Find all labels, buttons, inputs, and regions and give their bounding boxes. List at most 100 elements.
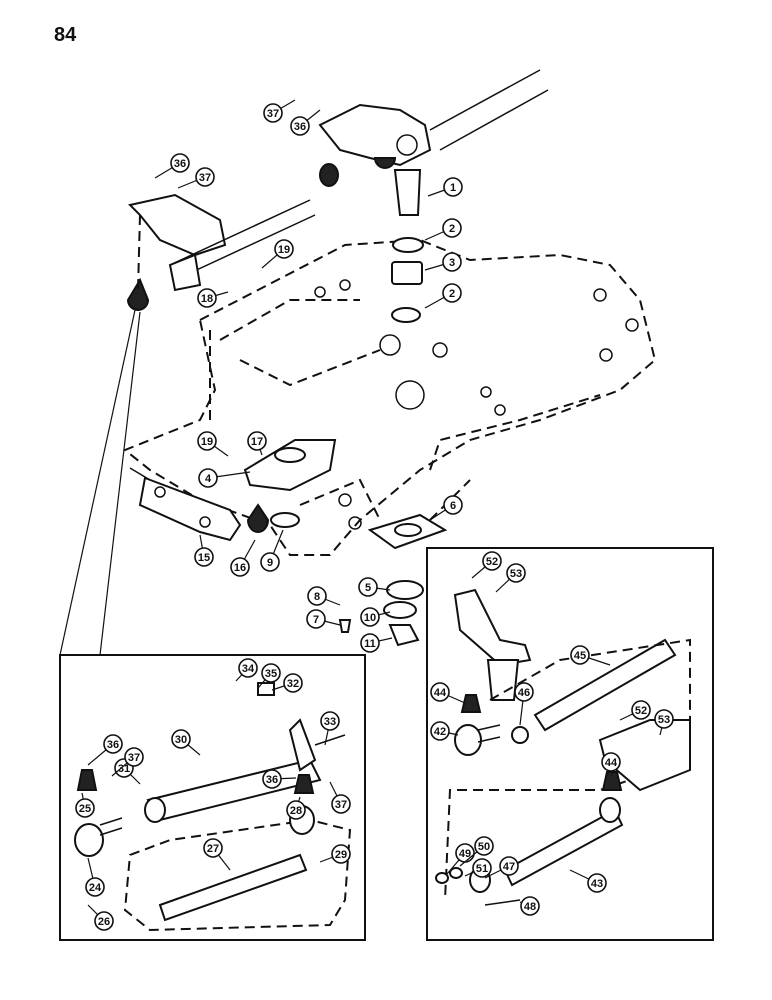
callout-ring (197, 431, 217, 451)
page-number: 84 (54, 24, 77, 46)
callout-50: 50 (459, 836, 494, 867)
callout-label: 33 (324, 716, 336, 728)
callout-ring (283, 673, 303, 693)
upper-steering-arm (318, 69, 549, 216)
callout-ring (94, 911, 114, 931)
callout-ring (654, 709, 674, 729)
callout-36: 36 (154, 153, 190, 179)
callout-ring (331, 794, 351, 814)
callout-43: 43 (569, 869, 607, 893)
callout-label: 32 (287, 678, 299, 690)
callout-15: 15 (194, 534, 214, 567)
callout-ring (260, 552, 280, 572)
callout-label: 35 (265, 668, 277, 680)
callout-ring (124, 747, 144, 767)
callout-label: 36 (174, 158, 186, 170)
callout-label: 49 (459, 848, 471, 860)
callout-label: 31 (118, 763, 130, 775)
callout-label: 15 (198, 552, 210, 564)
callout-ring (103, 734, 123, 754)
callout-36: 36 (290, 109, 321, 136)
callout-label: 37 (199, 172, 211, 184)
callout-2: 2 (424, 283, 462, 309)
callout-label: 28 (290, 805, 302, 817)
callout-10: 10 (360, 607, 391, 627)
callout-ring (307, 586, 327, 606)
callout-label: 29 (335, 849, 347, 861)
callout-2: 2 (424, 218, 462, 241)
callout-45: 45 (570, 645, 611, 666)
callout-ring (170, 153, 190, 173)
callout-label: 25 (79, 803, 91, 815)
spindle-bearings (391, 237, 424, 323)
callout-ring (358, 577, 378, 597)
callout-30: 30 (171, 729, 201, 756)
callout-label: 18 (201, 293, 213, 305)
callout-44: 44 (601, 752, 621, 776)
callout-label: 5 (365, 582, 371, 594)
callout-label: 42 (434, 726, 446, 738)
callout-label: 44 (434, 687, 447, 699)
callout-label: 36 (266, 774, 278, 786)
callout-ring (442, 218, 462, 238)
callout-ring (430, 721, 450, 741)
callout-ring (203, 838, 223, 858)
callout-52: 52 (471, 551, 502, 579)
callout-label: 53 (510, 568, 522, 580)
callout-label: 50 (478, 841, 490, 853)
callout-ring (262, 769, 282, 789)
callout-25: 25 (75, 792, 95, 818)
callout-group: 1232456789101115161718191936373637242526… (75, 99, 674, 931)
callout-ring (263, 103, 283, 123)
callout-label: 52 (635, 705, 647, 717)
callout-label: 34 (242, 663, 255, 675)
callout-51: 51 (464, 858, 492, 878)
callout-ring (197, 288, 217, 308)
callout-16: 16 (230, 539, 256, 577)
callout-ring (430, 682, 450, 702)
callout-ring (520, 896, 540, 916)
callout-ring (442, 252, 462, 272)
callout-ring (474, 836, 494, 856)
callout-label: 1 (450, 182, 456, 194)
callout-ring (601, 752, 621, 772)
cylinder-assembly (129, 439, 337, 542)
callout-37: 37 (329, 781, 351, 814)
callout-ring (443, 495, 463, 515)
callout-ring (331, 844, 351, 864)
callout-ring (482, 551, 502, 571)
callout-label: 52 (486, 556, 498, 568)
callout-label: 48 (524, 901, 536, 913)
callout-ring (261, 663, 281, 683)
axle-frame (123, 238, 657, 556)
callout-53: 53 (654, 709, 674, 736)
callout-ring (472, 858, 492, 878)
callout-label: 19 (278, 244, 290, 256)
callout-36: 36 (262, 769, 297, 789)
callout-ring (247, 431, 267, 451)
callout-9: 9 (260, 529, 284, 572)
callout-7: 7 (306, 609, 341, 629)
callout-29: 29 (319, 844, 351, 864)
callout-37: 37 (177, 167, 215, 189)
callout-ring (514, 682, 534, 702)
callout-ring (274, 239, 294, 259)
callout-32: 32 (271, 673, 303, 693)
callout-5: 5 (358, 577, 391, 597)
callout-33: 33 (320, 711, 340, 746)
callout-48: 48 (519, 896, 540, 916)
callout-label: 43 (591, 878, 603, 890)
callout-42: 42 (430, 721, 459, 741)
callout-4: 4 (198, 468, 251, 488)
callout-label: 44 (605, 757, 618, 769)
callout-ring (443, 177, 463, 197)
callout-ring (238, 658, 258, 678)
callout-47: 47 (484, 856, 519, 879)
callout-label: 37 (267, 108, 279, 120)
callout-44: 44 (430, 682, 466, 704)
callout-26: 26 (87, 904, 114, 931)
callout-label: 30 (175, 734, 187, 746)
callout-label: 45 (574, 650, 586, 662)
callout-label: 7 (313, 614, 319, 626)
